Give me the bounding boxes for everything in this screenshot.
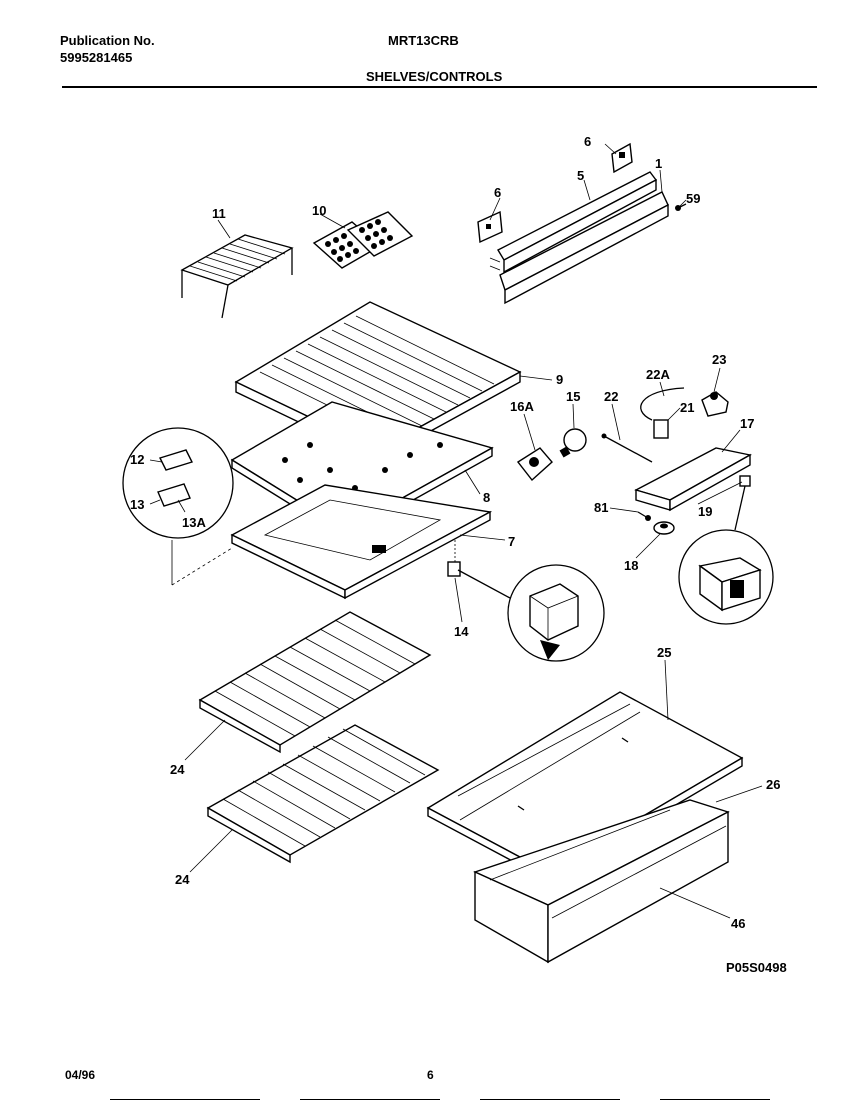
callout-1: 1 [655, 156, 662, 171]
callout-9: 9 [556, 372, 563, 387]
callout-6-upper: 6 [584, 134, 591, 149]
callout-23: 23 [712, 352, 726, 367]
callout-16a: 16A [510, 399, 534, 414]
part-16a-light-socket [516, 447, 553, 482]
callout-21: 21 [680, 400, 694, 415]
callout-25: 25 [657, 645, 671, 660]
footer-rule-4 [660, 1099, 770, 1100]
part-6-bracket-clip-lower [477, 210, 503, 244]
footer-date: 04/96 [65, 1068, 96, 1082]
callout-11: 11 [212, 206, 226, 221]
footer-page-number: 6 [427, 1068, 434, 1082]
detail-circle-switch [678, 529, 774, 625]
footer-rule-3 [480, 1099, 620, 1100]
callout-7: 7 [508, 534, 515, 549]
model-number: MRT13CRB [388, 33, 459, 48]
publication-number: 5995281465 [60, 50, 133, 65]
part-21-switch [653, 419, 669, 439]
callout-59: 59 [686, 191, 700, 206]
footer-rule-2 [300, 1099, 440, 1100]
callout-13a: 13A [182, 515, 206, 530]
drawing-code: P05S0498 [726, 960, 787, 975]
part-7-control-housing [230, 484, 493, 600]
leader-lines [149, 143, 763, 919]
callout-8: 8 [483, 490, 490, 505]
callout-81: 81 [594, 500, 608, 515]
publication-label: Publication No. [60, 33, 155, 48]
callout-26: 26 [766, 777, 780, 792]
callout-15: 15 [566, 389, 580, 404]
callout-24-upper: 24 [170, 762, 185, 777]
callout-22a: 22A [646, 367, 670, 382]
part-14-damper-control [447, 540, 605, 662]
part-5-control-bracket [489, 171, 658, 274]
part-10-egg-trays [312, 211, 414, 269]
part-19-switch [734, 475, 751, 531]
callout-19: 19 [698, 504, 712, 519]
part-23-thermostat [701, 391, 729, 417]
part-11-wire-rack [180, 234, 294, 319]
callout-17: 17 [740, 416, 754, 431]
callout-6-lower: 6 [494, 185, 501, 200]
callout-10: 10 [312, 203, 326, 218]
part-15-light-bulb [559, 428, 587, 458]
part-17-light-shield [634, 447, 752, 512]
header-rule [62, 86, 817, 88]
part-1-front-trim [499, 191, 669, 305]
callout-14: 14 [454, 624, 469, 639]
part-22a-lead [640, 387, 685, 421]
part-18-knob [653, 521, 675, 535]
callout-5: 5 [577, 168, 584, 183]
callout-24-lower: 24 [175, 872, 190, 887]
part-81-screw [637, 511, 651, 521]
callout-46: 46 [731, 916, 745, 931]
part-24-shelf-lower [206, 724, 440, 864]
part-22-wire-harness [601, 433, 653, 463]
part-24-shelf-upper [198, 611, 432, 754]
part-6-bracket-clip-upper [611, 142, 633, 174]
part-59-screw [675, 203, 687, 211]
callout-13: 13 [130, 497, 144, 512]
section-title: SHELVES/CONTROLS [366, 69, 503, 84]
detail-circle-shelf-clips [122, 427, 234, 586]
footer-rule-1 [110, 1099, 260, 1100]
callout-22: 22 [604, 389, 618, 404]
callout-18: 18 [624, 558, 638, 573]
callout-12: 12 [130, 452, 144, 467]
part-46-crisper-drawer [474, 809, 729, 964]
